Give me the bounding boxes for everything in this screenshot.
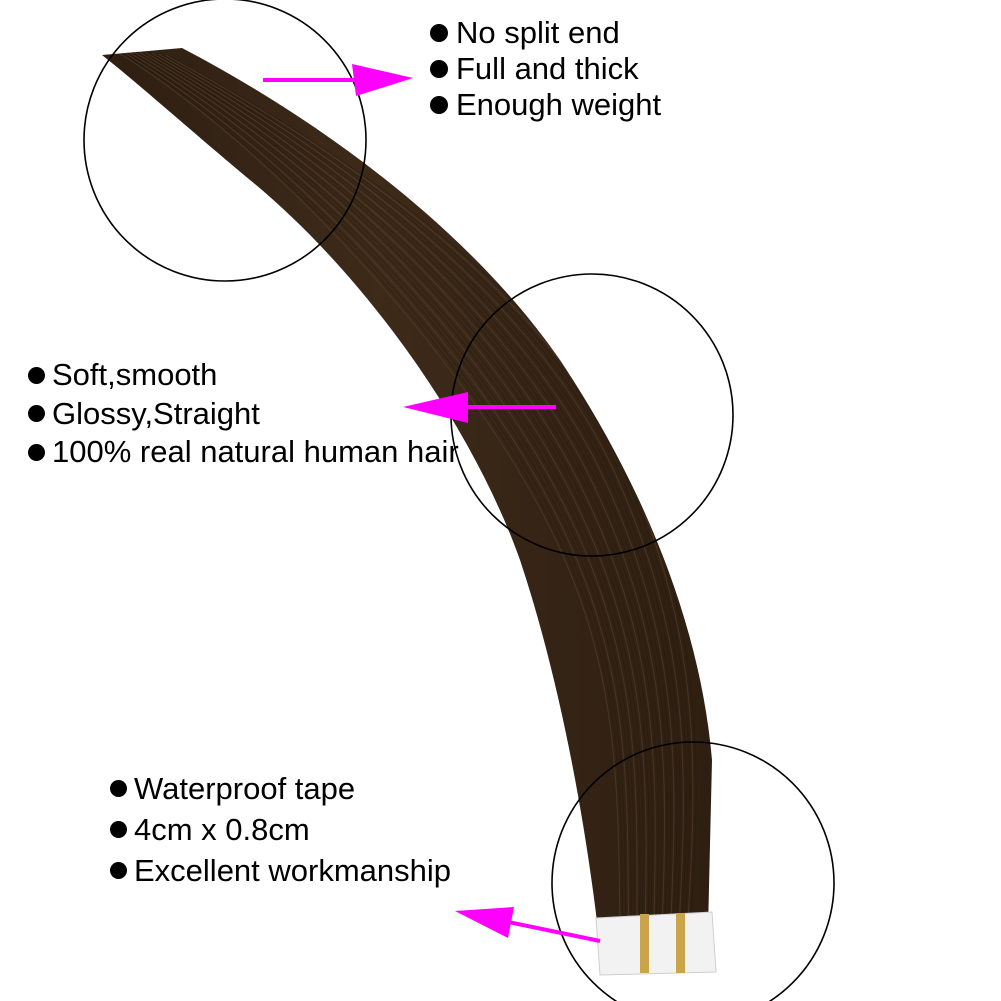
hair-strand-line	[161, 54, 687, 930]
feature-item: 4cm x 0.8cm	[110, 809, 451, 850]
callout-bottom-features: Waterproof tape 4cm x 0.8cm Excellent wo…	[110, 768, 451, 891]
feature-label: Soft,smooth	[52, 357, 218, 392]
zoom-circle-bottom	[551, 741, 835, 1001]
hair-strand	[102, 48, 712, 930]
black-dot-icon	[430, 96, 448, 114]
arrow-middle	[403, 392, 556, 423]
feature-label: No split end	[456, 15, 620, 50]
hair-strand-line	[145, 52, 666, 930]
hair-strand-line	[120, 49, 632, 930]
feature-item: Waterproof tape	[110, 768, 451, 809]
black-dot-icon	[28, 405, 45, 423]
black-dot-icon	[28, 443, 45, 461]
feature-item: Soft,smooth	[28, 356, 459, 395]
tape-tab	[595, 911, 717, 976]
hair-strand-line	[158, 53, 684, 930]
hair-strand-line	[114, 48, 624, 930]
hair-extension	[102, 48, 717, 976]
hair-strand-line	[122, 49, 635, 930]
hair-strand-line	[127, 50, 641, 930]
feature-label: 4cm x 0.8cm	[134, 812, 310, 847]
hair-strand-line	[143, 52, 662, 930]
tape-binding-1	[640, 914, 649, 973]
feature-item: Excellent workmanship	[110, 850, 451, 891]
black-dot-icon	[430, 60, 448, 78]
tape-rect	[595, 911, 717, 976]
feature-item: 100% real natural human hair	[28, 433, 459, 472]
feature-item: Full and thick	[430, 51, 661, 87]
tape-binding-2	[676, 913, 685, 973]
black-dot-icon	[430, 24, 448, 42]
hair-strand-line	[111, 48, 621, 930]
hair-strand-line	[116, 48, 626, 930]
black-dot-icon	[28, 366, 45, 384]
hair-strand-line	[140, 51, 659, 930]
hair-texture-lines	[111, 48, 697, 930]
feature-label: Enough weight	[456, 87, 662, 122]
feature-item: No split end	[430, 15, 661, 51]
hair-strand-line	[134, 50, 650, 930]
hair-strand-line	[138, 51, 656, 930]
hair-strand-line	[147, 52, 669, 930]
arrow-top	[263, 64, 413, 96]
hair-strand-line	[163, 54, 691, 930]
hair-strand-line	[125, 49, 638, 930]
feature-label: Glossy,Straight	[52, 395, 260, 431]
feature-item: Enough weight	[430, 87, 661, 123]
feature-label: Waterproof tape	[134, 771, 356, 806]
hair-strand-line	[129, 50, 644, 930]
black-dot-icon	[110, 862, 127, 879]
hair-strand-line	[152, 53, 675, 930]
hair-strand-line	[118, 48, 629, 930]
hair-strand-line	[136, 51, 653, 930]
black-dot-icon	[110, 780, 127, 797]
hair-strand-line	[131, 50, 647, 930]
hair-strand-line	[149, 52, 672, 930]
black-dot-icon	[110, 821, 127, 838]
feature-item: Glossy,Straight	[28, 395, 459, 434]
feature-label: Excellent workmanship	[134, 853, 452, 888]
callout-top-features: No split end Full and thick Enough weigh…	[430, 15, 661, 123]
hair-strand-line	[154, 53, 678, 930]
callout-middle-features: Soft,smooth Glossy,Straight 100% real na…	[28, 356, 459, 472]
feature-label: Full and thick	[456, 51, 639, 86]
hair-strand-line	[156, 53, 681, 930]
arrow-bottom	[455, 907, 601, 943]
zoom-circle-top	[83, 0, 367, 282]
feature-label: 100% real natural human hair	[52, 434, 459, 469]
